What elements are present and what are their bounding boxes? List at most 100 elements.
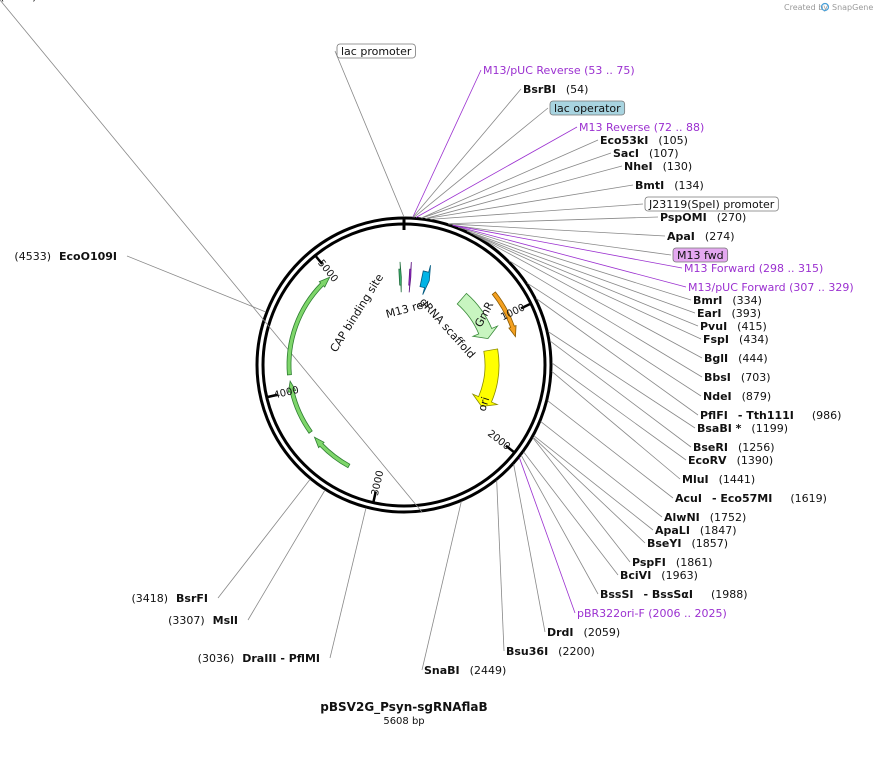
svg-text:(107): (107) [649,147,679,160]
leader-line [532,436,646,544]
site-label-lac-operator: lac operator [549,100,626,116]
site-label-draiii: DraIII - PflMI (3036) [198,652,320,665]
svg-text:- Eco57MI: - Eco57MI [712,492,772,505]
leader-line [532,437,631,563]
site-label-saci: SacI (107) [613,147,679,160]
leader-line [126,255,266,313]
leader-line [412,69,482,218]
svg-text:AlwNI: AlwNI [664,511,700,524]
svg-text:(3036): (3036) [198,652,235,665]
site-label-m13-puc-reverse: M13/pUC Reverse (53 .. 75) [483,64,635,77]
site-label-alwni: AlwNI (1752) [664,511,746,524]
site-label-bseri: BseRI(1256) [693,441,775,454]
svg-text:(1752): (1752) [710,511,747,524]
tick-label: 2000 [485,428,512,452]
tick-mark [314,255,324,265]
site-label-pspomi: PspOMI (270) [660,211,746,224]
site-label-apali: ApaLI(1847) [655,524,737,537]
svg-text:- BssSαI: - BssSαI [644,588,693,601]
svg-text:(1390): (1390) [737,454,774,467]
leader-line [513,464,546,633]
leader-line [452,224,672,256]
svg-text:(1988): (1988) [711,588,748,601]
snapgene-credit: Created by SnapGene [784,2,873,12]
site-label-ndei: NdeI(879) [703,390,771,403]
site-label-j23119-spei-promoter: J23119(SpeI) promoter [644,196,779,212]
svg-text:(393): (393) [731,307,761,320]
svg-text:PspFI: PspFI [632,556,666,569]
site-label-bgli: BglI(444) [704,352,768,365]
svg-text:EcoRV: EcoRV [688,454,727,467]
svg-text:NheI: NheI [624,160,653,173]
site-label-bsu36i: Bsu36I (2200) [506,645,595,658]
site-label-fspi: FspI(434) [703,333,769,346]
feature-orf [286,276,331,376]
leader-line [551,362,687,461]
leader-line [535,298,699,416]
site-label-bsssi: BssSI- BssSαI(1988) [600,588,748,601]
svg-text:- Tth111I: - Tth111I [738,409,794,422]
site-label-m13-fwd: M13 fwd [672,247,729,263]
leader-line [540,421,663,518]
leader-line [551,371,681,480]
svg-text:pBR322ori-F (2006 .. 2025): pBR322ori-F (2006 .. 2025) [577,607,727,620]
svg-text:(1256): (1256) [738,441,775,454]
feature-grna-scaffold [419,265,431,295]
feature-label-cap: CAP binding site [328,271,387,354]
svg-text:Bsu36I: Bsu36I [506,645,548,658]
site-label-bsrfi: BsrFI(3418) [131,592,208,605]
site-label-pspfi: PspFI(1861) [632,556,712,569]
feature-labels: CAP binding site M13 rev gRNA scaffold G… [328,271,497,412]
leader-line [334,50,405,218]
svg-text:DrdI: DrdI [547,626,574,639]
svg-text:lac promoter: lac promoter [341,45,412,58]
leader-line [448,216,659,225]
site-label-ecorv: EcoRV (1390) [688,454,773,467]
svg-text:SacI: SacI [613,147,639,160]
leader-line [496,480,505,652]
svg-text:J23119(SpeI) promoter: J23119(SpeI) promoter [648,198,775,211]
site-label-ecoo109i: EcoO109I(4533) [14,250,117,263]
leader-line [474,234,703,359]
feature-orf [491,291,517,338]
feature-m13-rev [408,262,412,293]
svg-text:(1441): (1441) [719,473,756,486]
site-label-bsrbi: BsrBI(54) [523,83,588,96]
leader-line [457,226,692,301]
leader-line [520,455,599,595]
leader-line [415,126,578,218]
svg-text:(1963): (1963) [661,569,698,582]
site-label-lac-promoter: lac promoter [336,43,416,59]
svg-text:M13 Reverse (72 .. 88): M13 Reverse (72 .. 88) [579,121,704,134]
tick-mark [520,302,531,310]
svg-text:DraIII - PflMI: DraIII - PflMI [242,652,320,665]
svg-text:PspOMI: PspOMI [660,211,707,224]
svg-text:PflFI: PflFI [700,409,728,422]
svg-text:(1847): (1847) [700,524,737,537]
svg-text:BbsI: BbsI [704,371,731,384]
svg-text:(879): (879) [742,390,772,403]
svg-text:(134): (134) [674,179,704,192]
site-label-msli: MslI(3307) [168,614,238,627]
svg-text:EcoO109I: EcoO109I [59,250,117,263]
svg-text:(2200): (2200) [558,645,595,658]
leader-line [547,331,696,429]
site-label-bseyi: BseYI(1857) [647,537,728,550]
svg-text:BmrI: BmrI [693,294,722,307]
svg-text:(270): (270) [717,211,747,224]
leader-line [470,232,699,327]
credit-created-by: Created by [784,3,828,12]
svg-text:(1199): (1199) [751,422,788,435]
svg-text:(444): (444) [738,352,768,365]
svg-text:PvuI: PvuI [700,320,727,333]
svg-text:M13/pUC Forward (307 .. 329: M13/pUC Forward (307 .. 329) [688,281,854,294]
site-label-acui: AcuI- Eco57MI(1619) [675,492,827,505]
svg-text:(434): (434) [739,333,769,346]
site-label-nhei: NheI(130) [624,160,692,173]
svg-text:MslI: MslI [213,614,238,627]
leader-line [452,224,683,269]
svg-text:M13 Forward (298 .. 315): M13 Forward (298 .. 315) [684,262,823,275]
site-label-m13-forward: M13 Forward (298 .. 315) [684,262,823,275]
plasmid-name: pBSV2G_Psyn-sgRNAflaB [320,700,487,715]
